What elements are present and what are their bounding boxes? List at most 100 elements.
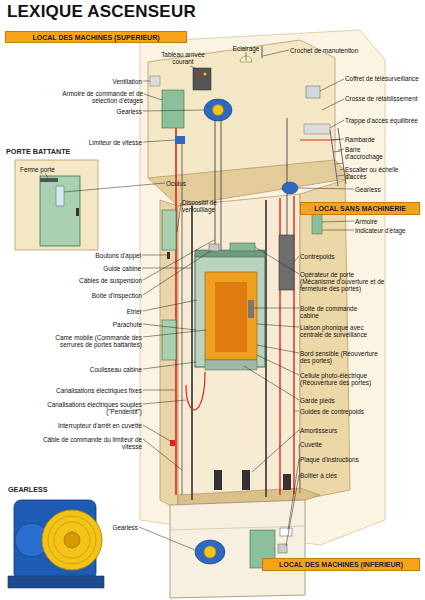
- leader-line: [299, 444, 300, 493]
- suspension-rope: [287, 118, 288, 235]
- part-label: Gearless: [98, 524, 138, 531]
- leader-line: [257, 345, 299, 353]
- part-label: Interrupteur d'arrêt en cuvette: [30, 422, 142, 429]
- leader-line: [144, 94, 162, 100]
- railing: [300, 139, 334, 140]
- pulley-groove: [48, 516, 96, 564]
- part-label: Cellule photo-électrique (Réouverture de…: [300, 372, 380, 386]
- leader-line: [294, 411, 299, 412]
- part-label: Boîte d'inspection: [75, 292, 142, 299]
- leader-line: [143, 425, 172, 442]
- ventilation-grille: [150, 76, 160, 86]
- door-closer: [40, 178, 58, 182]
- mrl-gearless: [282, 182, 298, 194]
- buffer: [214, 470, 222, 490]
- landing-door: [162, 210, 176, 250]
- cab-guide-rail: [191, 206, 193, 500]
- controller-cabinet: [162, 90, 184, 128]
- traction-sheave: [213, 105, 224, 116]
- part-label: Etrier: [112, 308, 142, 315]
- cab-control-panel: [248, 300, 254, 318]
- landing-door: [162, 320, 176, 360]
- section-title: LOCAL DES MACHINES (SUPERIEUR): [32, 34, 159, 41]
- section-label: GEARLESS: [8, 486, 68, 494]
- diagram-title: LEXIQUE ASCENSEUR: [7, 2, 196, 22]
- leader-line: [257, 355, 299, 375]
- ladder-rung: [331, 139, 339, 140]
- toe-guard: [205, 360, 257, 370]
- part-label: Crosse de rétablissement: [345, 95, 420, 102]
- leader-line: [257, 324, 299, 327]
- panel-light: [197, 73, 200, 76]
- inspection-box: [209, 244, 219, 251]
- leader-line: [143, 390, 176, 391]
- shaft-right-wall: [300, 180, 350, 500]
- suspension-rope: [221, 118, 222, 250]
- section-title: LOCAL SANS MACHINERIE: [314, 205, 406, 212]
- fixed-wiring: [175, 120, 177, 495]
- swing-door-inset: [15, 160, 98, 250]
- section-band: LOCAL DES MACHINES (SUPERIEUR): [5, 31, 187, 43]
- part-label: Escalier ou échelle d'accès: [345, 166, 405, 180]
- leader-line: [143, 439, 182, 470]
- part-label: Guides de contrepoids: [300, 408, 380, 415]
- lifting-hook: [262, 46, 263, 58]
- leader-line: [143, 362, 196, 369]
- pit-stop-switch: [170, 440, 175, 446]
- leader-line: [330, 120, 344, 128]
- pulley-hub: [64, 532, 80, 548]
- part-label: Oculus: [166, 180, 196, 187]
- ladder-rung: [335, 163, 343, 164]
- leader-line: [263, 50, 289, 56]
- part-label: Gearless: [355, 186, 395, 193]
- part-label: Ventilation: [92, 78, 142, 85]
- lower-gearless: [195, 540, 225, 564]
- door-window: [56, 186, 64, 206]
- gearless-base: [8, 576, 104, 588]
- leader-line: [143, 110, 204, 111]
- speed-governor: [175, 136, 185, 144]
- part-label: Barre d'accrochage: [345, 146, 387, 160]
- leader-line: [190, 66, 199, 70]
- leader-line: [143, 250, 212, 295]
- swing-door: [40, 176, 80, 246]
- part-label: Rambarde: [345, 136, 405, 143]
- part-label: Liaison phonique avec centrale de survei…: [300, 324, 378, 338]
- ladder-rail: [338, 128, 346, 184]
- lower-machine-room: [170, 500, 305, 598]
- part-label: Parachute: [95, 321, 142, 328]
- shaft-back-wall: [178, 194, 300, 510]
- buffer: [283, 474, 291, 490]
- leader-line: [143, 330, 206, 337]
- pulley-groove: [54, 522, 90, 558]
- leader-line: [340, 169, 344, 170]
- leader-line: [298, 188, 354, 189]
- cab-interior: [205, 272, 257, 360]
- part-label: Bord sensible (Réouverture des portes): [300, 350, 380, 364]
- travelling-cable: [186, 372, 205, 410]
- governor-rope: [182, 140, 183, 495]
- part-label: Boîtier à clés: [300, 472, 360, 479]
- leader-line: [142, 255, 167, 256]
- leader-line: [322, 230, 354, 231]
- leader-line: [143, 400, 186, 404]
- counterweight: [279, 235, 294, 290]
- part-label: Boutons d'appel: [85, 252, 141, 259]
- leader-line: [64, 183, 165, 192]
- leader-line: [143, 324, 196, 330]
- part-label: Armoire: [355, 218, 405, 225]
- leader-line: [288, 459, 299, 530]
- part-label: Crochet de manutention: [290, 47, 370, 54]
- leader-line: [177, 203, 181, 232]
- section-title: LOCAL DES MACHINES (INFERIEUR): [279, 561, 403, 568]
- leader-line: [254, 308, 299, 309]
- mrl-cabinet: [312, 214, 322, 234]
- leader-line: [286, 475, 299, 546]
- ladder-rail: [330, 130, 338, 186]
- part-label: Plaque d'instructions: [300, 456, 380, 463]
- leader-line: [142, 268, 191, 269]
- gearless-machine: [204, 99, 232, 121]
- leader-line: [143, 81, 150, 82]
- instruction-plate: [280, 528, 292, 536]
- leader-line: [320, 79, 344, 91]
